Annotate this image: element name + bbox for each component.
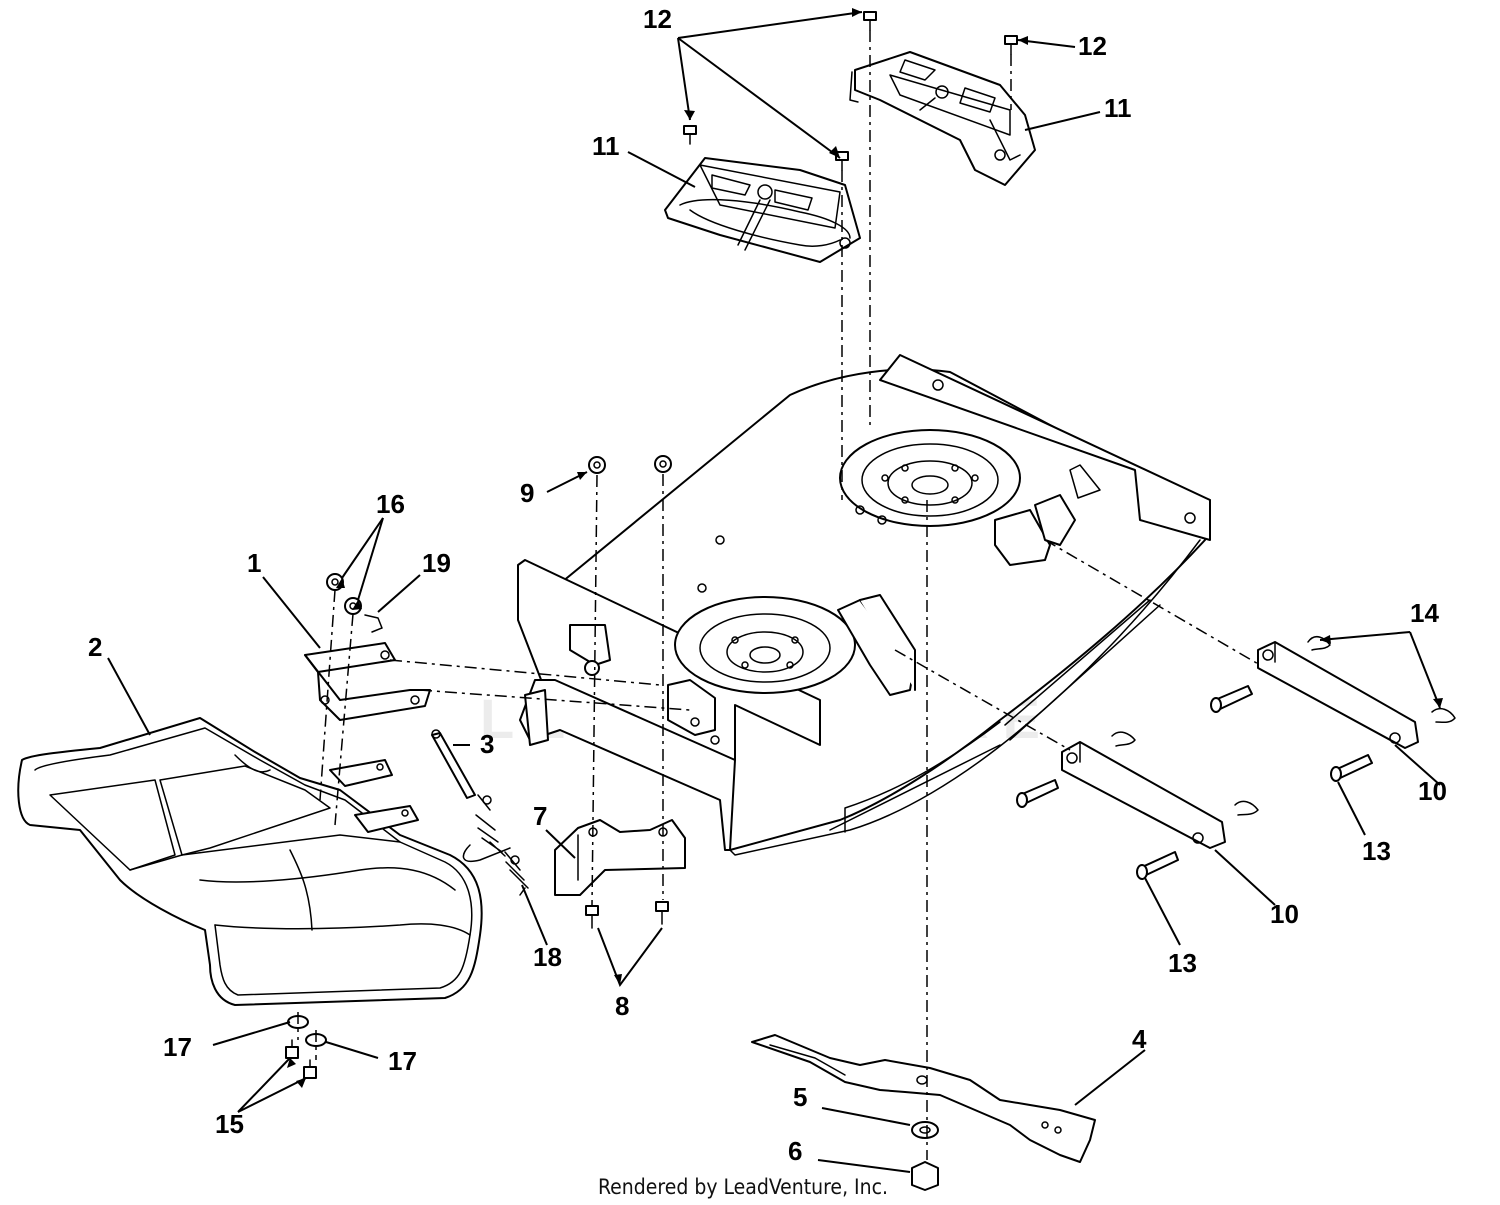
callout-19: 19 (422, 548, 451, 578)
callout-14: 14 (1410, 598, 1439, 628)
callout-5: 5 (793, 1082, 807, 1112)
callout-7: 7 (533, 801, 547, 831)
baffle-plate (554, 819, 686, 896)
mower-blade (751, 1034, 1096, 1163)
discharge-chute (17, 717, 483, 1006)
clevis-pin-c (1330, 754, 1373, 782)
hairpin-clip (364, 614, 383, 633)
mower-deck-housing (517, 354, 1211, 856)
callout-labels: 1 2 3 4 5 6 7 8 9 10 10 11 11 12 12 13 1… (88, 4, 1447, 1166)
callout-6: 6 (788, 1136, 802, 1166)
assembly-centerlines (297, 30, 1261, 1160)
lock-nut-9-b (654, 455, 672, 473)
screw-12-d (1004, 35, 1018, 55)
leader-lines (107, 11, 1441, 1173)
callout-8: 8 (615, 991, 629, 1021)
callout-11-right: 11 (1104, 93, 1132, 123)
callout-2: 2 (88, 632, 102, 662)
callout-17-left: 17 (163, 1032, 192, 1062)
hinge-rod (431, 729, 476, 799)
callout-16: 16 (376, 489, 405, 519)
callout-13-right: 13 (1362, 836, 1391, 866)
screw-8-a (585, 905, 599, 929)
callout-1: 1 (247, 548, 261, 578)
callout-9: 9 (520, 478, 534, 508)
callout-4: 4 (1132, 1024, 1147, 1054)
lock-nut-9-c (584, 660, 600, 676)
blade-washer (911, 1121, 939, 1139)
callout-10-left: 10 (1270, 899, 1299, 929)
callout-17-right: 17 (388, 1046, 417, 1076)
belt-cover-right (849, 51, 1036, 186)
torsion-spring (462, 794, 529, 896)
callout-11-left: 11 (592, 131, 620, 161)
hanger-bar-right (1257, 641, 1419, 749)
hair-clip-d (1234, 800, 1259, 816)
clevis-pin-a (1210, 685, 1253, 713)
clevis-pin-b (1016, 779, 1059, 808)
render-credit: Rendered by LeadVenture, Inc. (598, 1175, 888, 1199)
blade-nut (911, 1161, 939, 1191)
leader-arrowheads (287, 8, 1443, 1088)
callout-15: 15 (215, 1109, 244, 1139)
screw-12-b (683, 125, 697, 145)
hair-clip-a (1307, 635, 1331, 651)
chute-screw-a (285, 1039, 299, 1059)
chute-bracket (304, 642, 431, 721)
belt-cover-left (664, 157, 861, 263)
screw-8-b (655, 901, 669, 925)
hanger-bar-left (1061, 741, 1226, 849)
hair-clip-b (1431, 707, 1456, 724)
callout-10-right: 10 (1418, 776, 1447, 806)
callout-18: 18 (533, 942, 562, 972)
callout-12-right: 12 (1078, 31, 1107, 61)
callout-12-left: 12 (643, 4, 672, 34)
callout-13-left: 13 (1168, 948, 1197, 978)
chute-screw-b (303, 1059, 317, 1079)
clevis-pin-d (1136, 851, 1179, 880)
lock-nut-9-a (588, 456, 606, 474)
callout-3: 3 (480, 729, 494, 759)
screw-12-a (863, 11, 877, 31)
hair-clip-c (1111, 731, 1136, 747)
